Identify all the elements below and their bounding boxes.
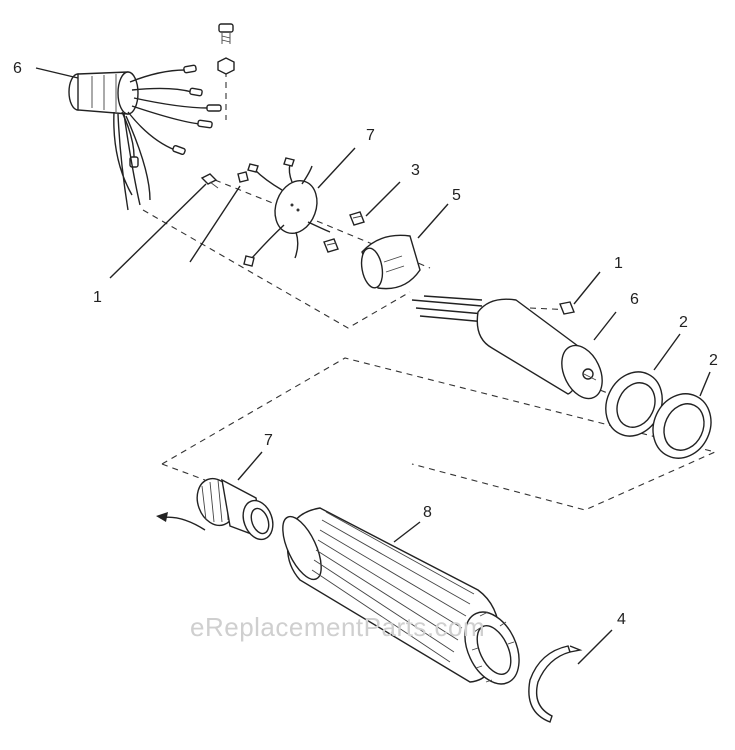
callout-6-upper: 6 xyxy=(13,60,22,77)
callout-labels: 6 7 3 5 1 1 6 2 2 7 8 4 xyxy=(13,60,718,628)
assembly-guide-lines xyxy=(142,60,717,511)
part-6-main-motor xyxy=(411,295,603,400)
part-1-left-screw xyxy=(200,173,219,189)
top-screw xyxy=(217,23,235,75)
callout-6-main: 6 xyxy=(630,291,639,308)
small-terminal xyxy=(237,171,249,183)
part-7-circuit-disc xyxy=(243,157,331,267)
part-6-upper-motor xyxy=(68,64,222,211)
callout-5: 5 xyxy=(452,187,461,204)
part-3-spacers xyxy=(323,211,365,253)
callout-1-left: 1 xyxy=(93,289,102,306)
callout-3: 3 xyxy=(411,162,420,179)
part-8-stator-housing xyxy=(282,507,520,685)
callout-4: 4 xyxy=(617,611,626,628)
callout-8: 8 xyxy=(423,504,432,521)
part-5-sleeve xyxy=(360,234,421,290)
callout-7-upper: 7 xyxy=(366,127,375,144)
leader-lines xyxy=(35,67,711,665)
callout-2-front: 2 xyxy=(679,314,688,331)
part-7-gear-collar xyxy=(156,477,274,541)
watermark-text: eReplacementParts.com xyxy=(190,612,485,642)
callout-7-lower: 7 xyxy=(264,432,273,449)
part-2-washer-back xyxy=(652,393,712,459)
part-4-retaining-ring xyxy=(528,645,583,723)
callout-1-right: 1 xyxy=(614,255,623,272)
part-2-washer-front xyxy=(605,371,663,437)
part-1-right-screw xyxy=(559,301,575,315)
callout-2-back: 2 xyxy=(709,352,718,369)
